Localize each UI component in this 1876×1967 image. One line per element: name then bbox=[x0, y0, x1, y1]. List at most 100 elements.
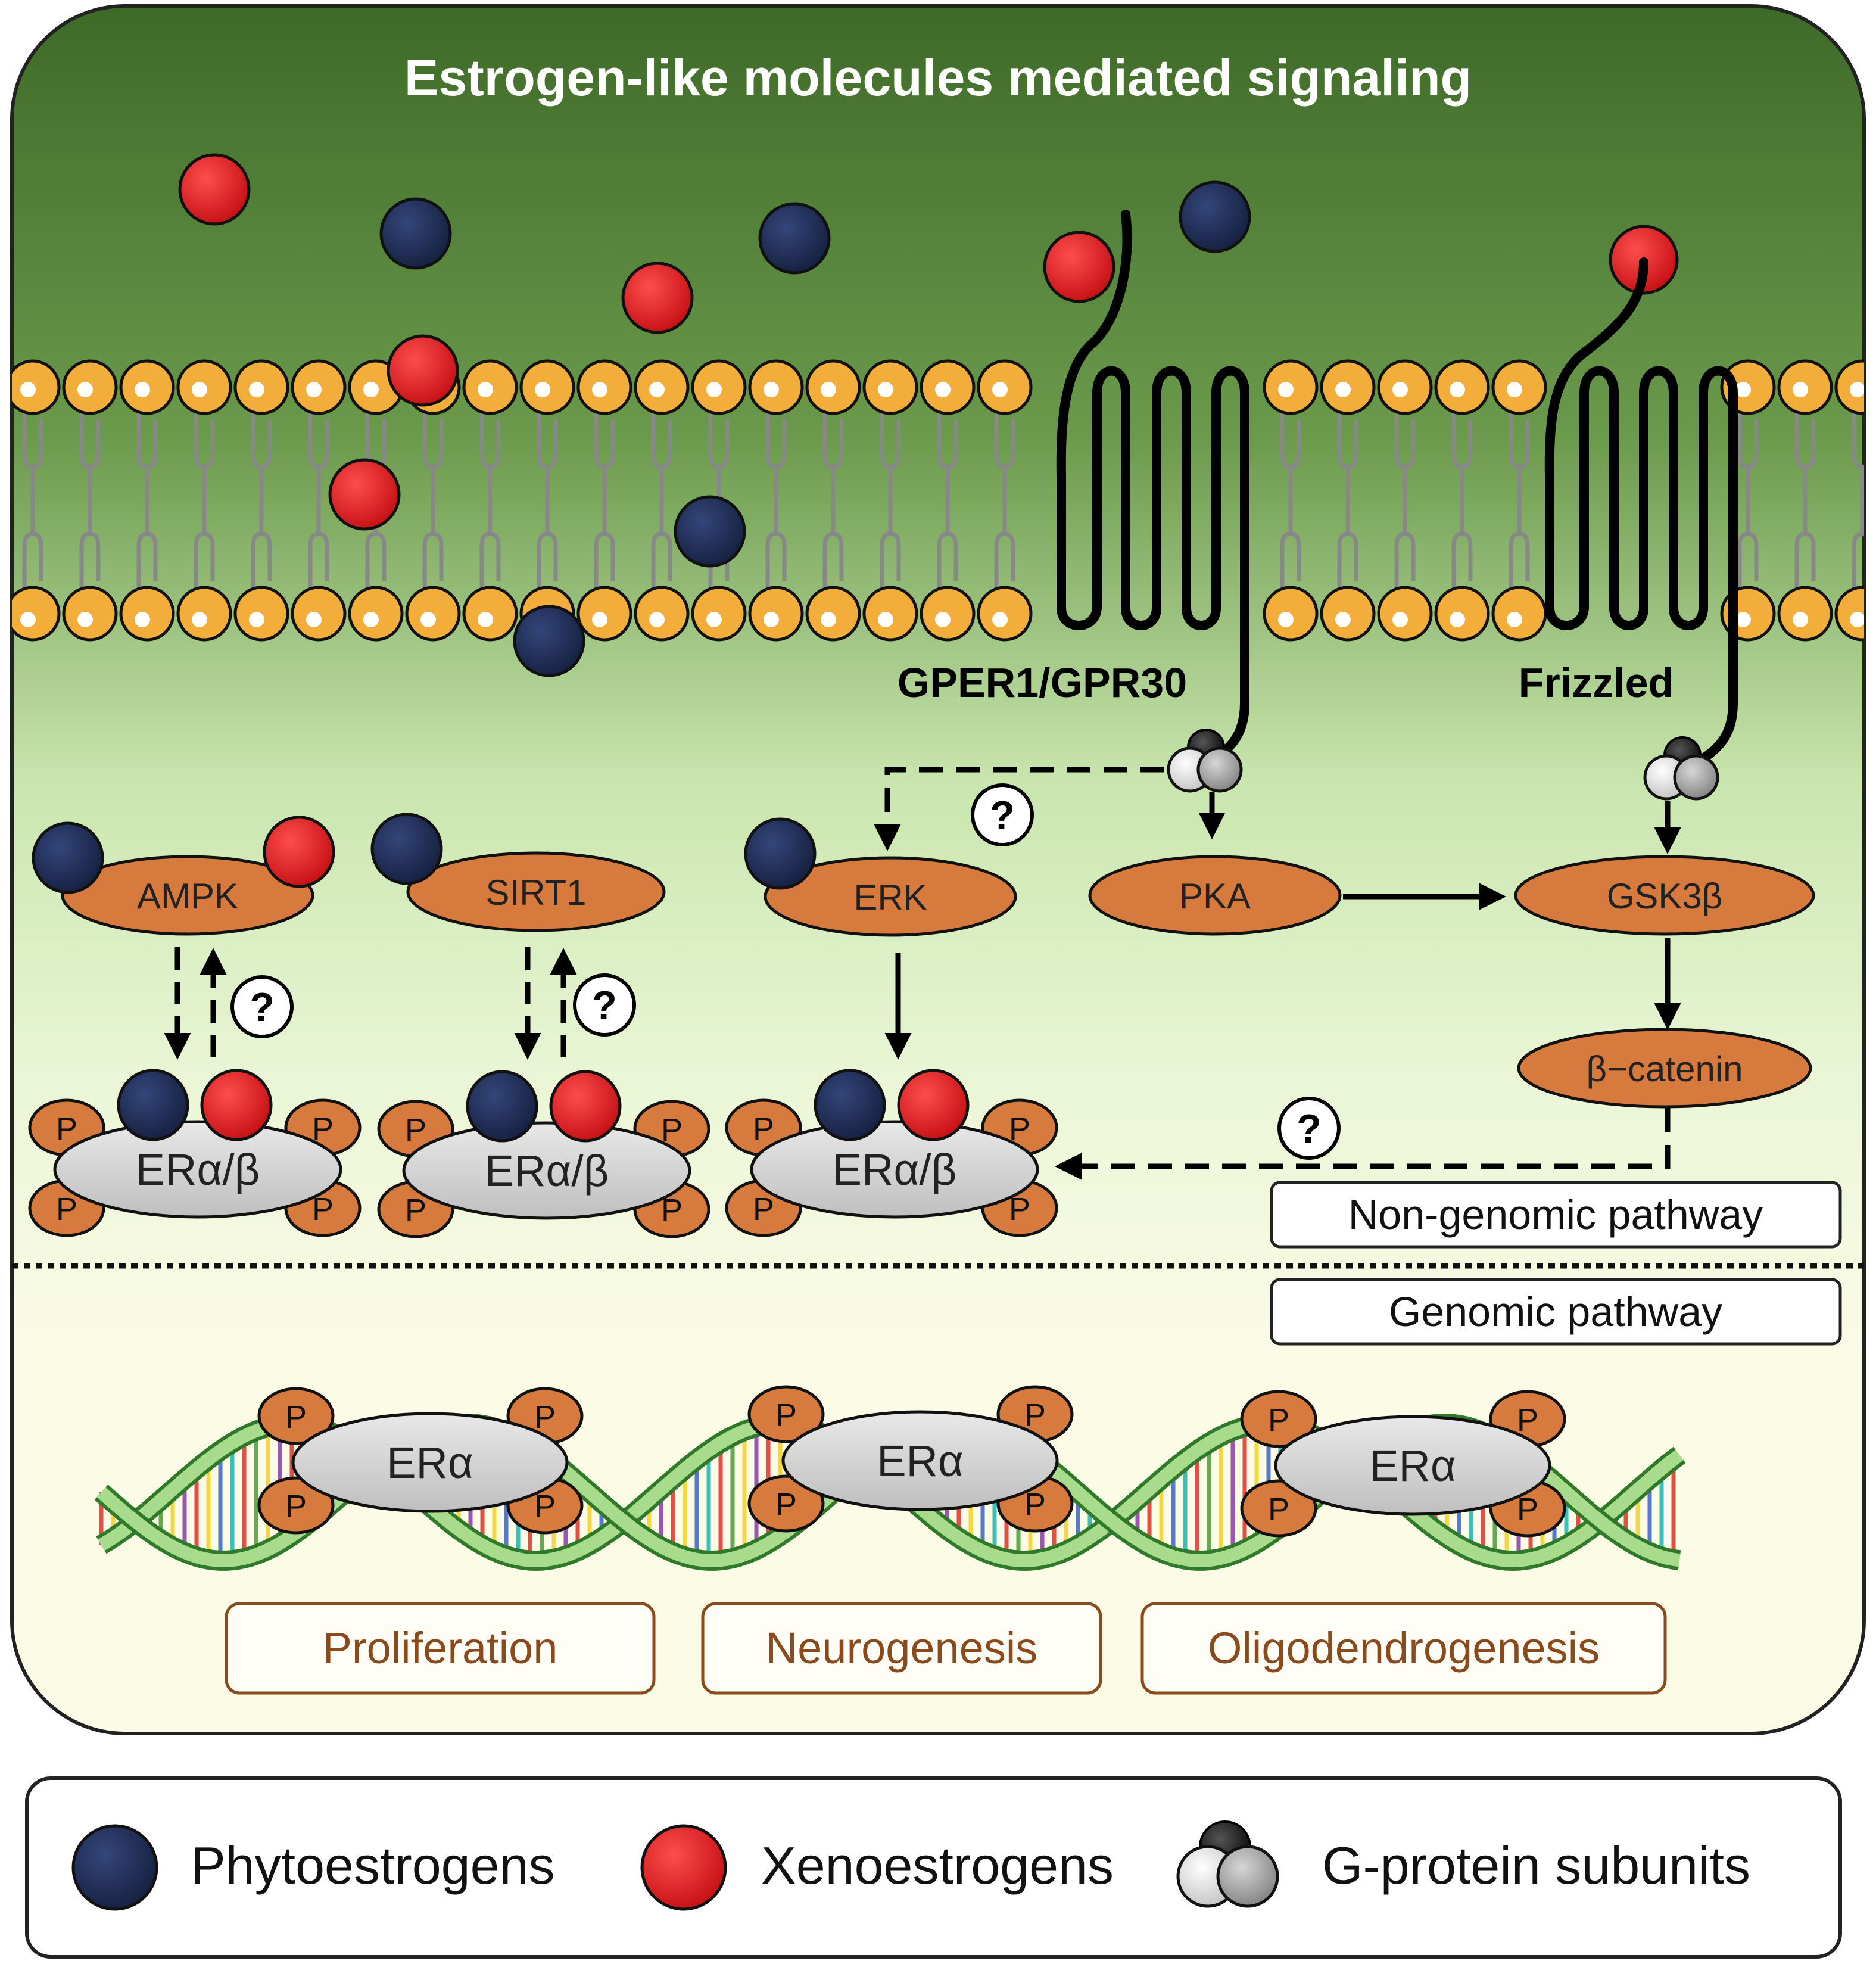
svg-text:P: P bbox=[775, 1398, 797, 1433]
lipid-head bbox=[805, 586, 861, 642]
svg-text:P: P bbox=[534, 1399, 556, 1435]
signaling-arrows bbox=[164, 767, 1681, 1180]
lipid-tails bbox=[1852, 413, 1864, 587]
xenoestrogen-molecule bbox=[1043, 231, 1115, 303]
lipid-head bbox=[1434, 359, 1490, 415]
svg-text:PKA: PKA bbox=[1179, 876, 1251, 916]
phytoestrogen-molecule bbox=[513, 605, 585, 677]
lipid-tails bbox=[594, 413, 615, 587]
svg-text:P: P bbox=[56, 1191, 77, 1227]
g-protein-legend-icon bbox=[1176, 1820, 1279, 1908]
phospho-group: P bbox=[257, 1387, 335, 1445]
phytoestrogen-molecule bbox=[32, 821, 104, 894]
lipid-tails bbox=[1794, 413, 1816, 587]
svg-text:P: P bbox=[534, 1489, 556, 1524]
kinases: AMPK SIRT1 ERK PKA GSK3β β−catenin bbox=[32, 813, 1815, 1109]
lipid-head bbox=[12, 586, 61, 642]
dashed-arrow-gpcr-erk bbox=[874, 767, 1164, 851]
lipid-tails bbox=[537, 413, 558, 587]
lipid-tails bbox=[822, 413, 844, 587]
svg-text:ERK: ERK bbox=[853, 877, 927, 917]
er-alpha-dimer: P P P P ERα bbox=[257, 1387, 584, 1535]
xenoestrogen-molecule bbox=[549, 1070, 622, 1143]
svg-text:P: P bbox=[285, 1489, 307, 1524]
outcome-box bbox=[1140, 1602, 1667, 1695]
phytoestrogen-molecule bbox=[370, 813, 443, 885]
lipid-tails bbox=[22, 413, 43, 587]
gper-label: GPER1/GPR30 bbox=[898, 659, 1187, 706]
outcome-oligodendrogenesis: Oligodendrogenesis bbox=[1208, 1623, 1600, 1673]
frizzled-receptor bbox=[1544, 257, 1738, 767]
diagram-title: Estrogen-like molecules mediated signali… bbox=[404, 49, 1472, 107]
er-alpha-beta-label: ERα/β bbox=[833, 1145, 957, 1194]
phytoestrogen-legend-icon bbox=[71, 1824, 158, 1911]
outcome-box bbox=[225, 1602, 656, 1695]
lipid-tails bbox=[994, 413, 1015, 587]
phytoestrogen-molecule bbox=[674, 495, 746, 568]
lipid-head bbox=[119, 359, 175, 415]
svg-text:GSK3β: GSK3β bbox=[1607, 876, 1723, 916]
lipid-tails bbox=[937, 413, 958, 587]
lipid-bilayer bbox=[12, 359, 1864, 642]
svg-text:P: P bbox=[1024, 1398, 1046, 1433]
er-alpha-label: ERα bbox=[877, 1436, 964, 1486]
lipid-head bbox=[62, 586, 118, 642]
lipid-head bbox=[691, 359, 747, 415]
svg-text:P: P bbox=[1268, 1492, 1289, 1527]
outcome-box bbox=[701, 1602, 1102, 1695]
lipid-head bbox=[348, 586, 404, 642]
g-protein-subunit bbox=[1196, 746, 1243, 793]
lipid-head bbox=[805, 359, 861, 415]
unknown-mark-ampk: ? bbox=[230, 975, 294, 1038]
lipid-head bbox=[862, 586, 918, 642]
er-alpha-label: ERα bbox=[387, 1438, 473, 1487]
lipid-head bbox=[634, 359, 690, 415]
lipid-tails bbox=[308, 413, 329, 587]
lipid-tails bbox=[651, 413, 672, 587]
outcome-neurogenesis: Neurogenesis bbox=[766, 1623, 1038, 1673]
g-protein-subunit bbox=[1673, 754, 1719, 801]
legend-g-protein: G-protein subunits bbox=[1322, 1836, 1750, 1895]
phytoestrogen-molecule bbox=[379, 197, 452, 270]
xenoestrogen-molecule bbox=[387, 334, 459, 407]
lipid-head bbox=[1263, 586, 1319, 642]
lipid-head bbox=[1777, 586, 1833, 642]
lipid-tails bbox=[194, 413, 215, 587]
pka-node: PKA bbox=[1088, 855, 1342, 936]
xenoestrogen-molecule bbox=[200, 1069, 273, 1141]
extracellular-ligands bbox=[178, 153, 1679, 334]
lipid-head bbox=[748, 359, 804, 415]
svg-text:?: ? bbox=[1297, 1106, 1322, 1151]
legend: Phytoestrogens Xenoestrogens G-protein s… bbox=[25, 1776, 1842, 1959]
lipid-head bbox=[233, 586, 289, 642]
lipid-head bbox=[1377, 359, 1433, 415]
lipid-head bbox=[462, 359, 518, 415]
outcomes: Proliferation Neurogenesis Oligodendroge… bbox=[225, 1602, 1667, 1695]
lipid-head bbox=[1834, 586, 1864, 642]
gper-receptor bbox=[1056, 210, 1249, 767]
lipid-head bbox=[519, 359, 575, 415]
er-alpha-beta-label: ERα/β bbox=[136, 1145, 260, 1194]
lipid-tails bbox=[1509, 413, 1530, 587]
bcatenin-node: β−catenin bbox=[1517, 1028, 1812, 1109]
xenoestrogen-molecule bbox=[621, 262, 694, 334]
svg-text:P: P bbox=[1517, 1492, 1538, 1527]
lipid-head bbox=[1491, 359, 1547, 415]
svg-text:β−catenin: β−catenin bbox=[1586, 1049, 1743, 1089]
legend-phytoestrogens: Phytoestrogens bbox=[191, 1836, 555, 1895]
gper-g-protein bbox=[1167, 729, 1243, 793]
lipid-tails bbox=[1337, 413, 1358, 587]
lipid-tails bbox=[1394, 413, 1416, 587]
membrane-crossing-ligands bbox=[328, 334, 746, 677]
lipid-head bbox=[291, 359, 347, 415]
lipid-tails bbox=[136, 413, 158, 587]
phytoestrogen-molecule bbox=[466, 1070, 538, 1143]
phospho-group: P bbox=[1240, 1479, 1317, 1538]
lipid-head bbox=[862, 359, 918, 415]
lipid-head bbox=[119, 586, 175, 642]
